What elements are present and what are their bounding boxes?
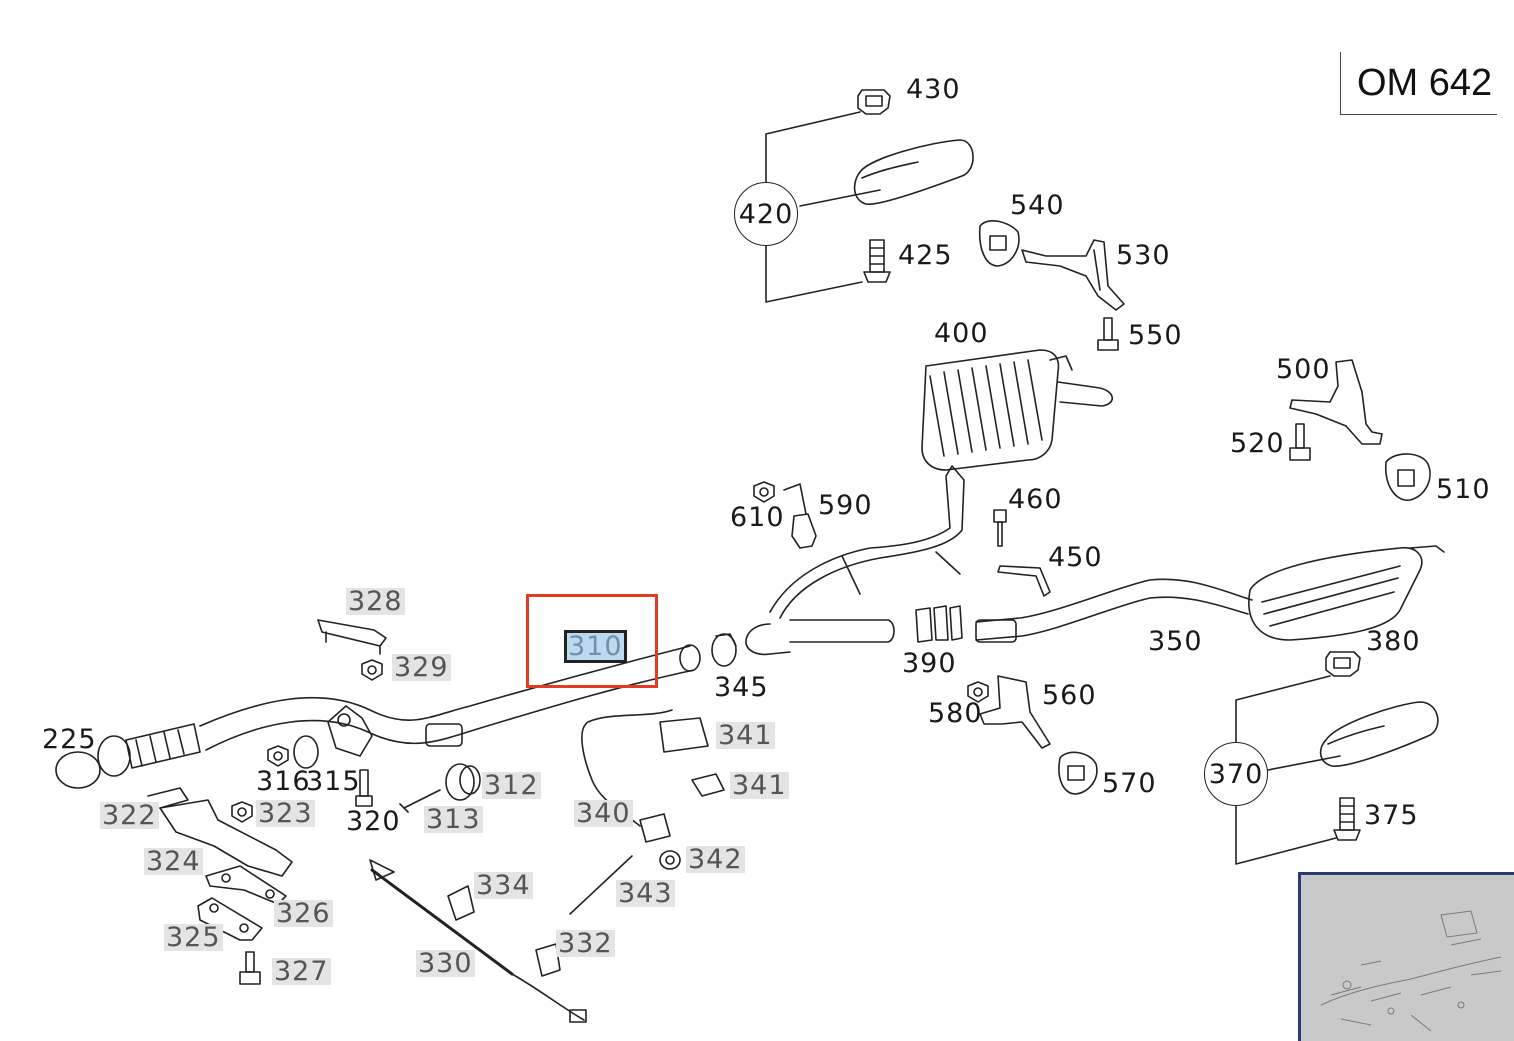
screw-425 — [863, 239, 891, 283]
plate-326 — [205, 865, 287, 905]
part-label-330[interactable]: 330 — [416, 948, 475, 979]
clip-334 — [447, 885, 475, 921]
nut-610 — [753, 481, 775, 503]
part-label-375[interactable]: 375 — [1364, 800, 1419, 831]
part-label-550[interactable]: 550 — [1128, 320, 1183, 351]
part-label-580[interactable]: 580 — [928, 698, 983, 729]
part-label-560[interactable]: 560 — [1042, 680, 1097, 711]
part-label-332[interactable]: 332 — [556, 928, 615, 959]
tailpipe-tip-420 — [853, 139, 974, 205]
part-label-380[interactable]: 380 — [1366, 626, 1421, 657]
part-label-320[interactable]: 320 — [346, 806, 401, 837]
part-label-340[interactable]: 340 — [574, 798, 633, 829]
rubber-mount-590 — [783, 483, 817, 549]
bar-328 — [317, 619, 387, 655]
y-pipe-front — [745, 465, 965, 656]
part-label-370[interactable]: 370 — [1204, 742, 1268, 806]
part-label-323[interactable]: 323 — [256, 798, 315, 829]
callout-group-420 — [765, 111, 881, 303]
screw-315 — [355, 769, 373, 807]
catalytic-converter-225 — [55, 723, 201, 789]
part-label-343[interactable]: 343 — [616, 878, 675, 909]
part-label-328[interactable]: 328 — [346, 586, 405, 617]
screw-375 — [1333, 797, 1361, 841]
engine-code-label: OM 642 — [1357, 62, 1493, 104]
part-label-390[interactable]: 390 — [902, 648, 957, 679]
part-label-315[interactable]: 315 — [306, 766, 361, 797]
rubber-mount-570 — [1058, 751, 1098, 795]
part-label-327[interactable]: 327 — [272, 956, 331, 987]
sensor-330 — [369, 859, 587, 1023]
part-label-460[interactable]: 460 — [1008, 484, 1063, 515]
part-label-500[interactable]: 500 — [1276, 354, 1331, 385]
part-label-400[interactable]: 400 — [934, 318, 989, 349]
part-label-342[interactable]: 342 — [686, 844, 745, 875]
part-label-425[interactable]: 425 — [898, 240, 953, 271]
bushing-312 — [445, 763, 481, 801]
part-label-420[interactable]: 420 — [734, 182, 798, 246]
front-bracket-324 — [147, 787, 293, 877]
clip-430 — [857, 89, 891, 115]
screw-460 — [993, 509, 1007, 547]
part-label-350[interactable]: 350 — [1148, 626, 1203, 657]
part-label-341-lower[interactable]: 341 — [730, 770, 789, 801]
part-label-316[interactable]: 316 — [256, 766, 311, 797]
bolt-320 — [399, 789, 441, 813]
part-label-225[interactable]: 225 — [42, 724, 97, 755]
part-label-325[interactable]: 325 — [164, 922, 223, 953]
part-label-570[interactable]: 570 — [1102, 768, 1157, 799]
part-label-324[interactable]: 324 — [144, 846, 203, 877]
minimap-thumbnail — [1320, 910, 1502, 1032]
part-label-334[interactable]: 334 — [474, 870, 533, 901]
exhaust-pipe-350 — [975, 578, 1253, 643]
screw-520 — [1289, 423, 1311, 461]
rubber-mount-510 — [1385, 453, 1431, 501]
screw-327 — [239, 951, 261, 985]
clip-332 — [535, 943, 561, 977]
part-label-312[interactable]: 312 — [482, 770, 541, 801]
overview-minimap[interactable] — [1298, 872, 1514, 1041]
hanger-315 — [327, 705, 373, 757]
part-label-610[interactable]: 610 — [730, 502, 785, 533]
part-label-345[interactable]: 345 — [714, 672, 769, 703]
clip-341 — [691, 773, 725, 797]
nut-329 — [361, 659, 383, 681]
engine-code-box: OM 642 — [1340, 52, 1497, 115]
cable-343 — [569, 855, 633, 915]
part-label-341-upper[interactable]: 341 — [716, 720, 775, 751]
pipe-450 — [997, 565, 1051, 597]
hanger-bracket-530 — [1021, 239, 1125, 311]
nut-316 — [267, 745, 289, 767]
clamp-345 — [711, 633, 737, 667]
nut-323 — [231, 801, 253, 823]
part-label-322[interactable]: 322 — [100, 800, 159, 831]
callout-group-370 — [1235, 675, 1341, 865]
part-label-450[interactable]: 450 — [1048, 542, 1103, 573]
part-label-326[interactable]: 326 — [274, 898, 333, 929]
part-label-590[interactable]: 590 — [818, 490, 873, 521]
part-label-520[interactable]: 520 — [1230, 428, 1285, 459]
tailpipe-tip-370 — [1319, 701, 1439, 767]
part-label-430[interactable]: 430 — [906, 74, 961, 105]
center-pipe-310 — [199, 644, 701, 751]
washer-342 — [659, 850, 681, 870]
part-label-310[interactable]: 310 — [564, 630, 627, 663]
rear-muffler-350 — [1248, 545, 1445, 641]
plate-325 — [197, 897, 263, 941]
rear-muffler-400 — [921, 349, 1114, 471]
part-label-530[interactable]: 530 — [1116, 240, 1171, 271]
rubber-mount-540 — [978, 220, 1020, 267]
hanger-bracket-500 — [1289, 359, 1383, 445]
screw-550 — [1097, 317, 1119, 351]
clamp-390 — [915, 605, 963, 643]
hanger-bracket-560 — [979, 675, 1051, 749]
clip-380 — [1325, 651, 1361, 677]
part-label-510[interactable]: 510 — [1436, 474, 1491, 505]
part-label-540[interactable]: 540 — [1010, 190, 1065, 221]
part-label-329[interactable]: 329 — [392, 652, 451, 683]
part-label-313[interactable]: 313 — [424, 804, 483, 835]
nut-580 — [967, 681, 989, 703]
bushing-316 — [293, 735, 319, 769]
